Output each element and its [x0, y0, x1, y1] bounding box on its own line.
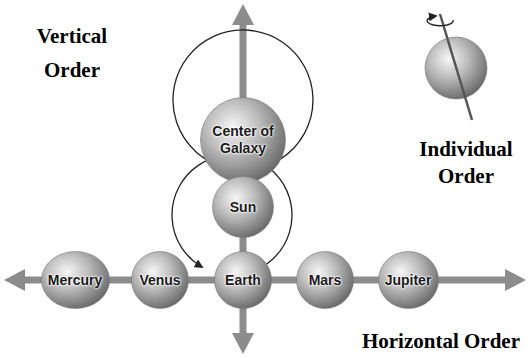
sphere-outline [213, 177, 274, 238]
sphere-outline [132, 252, 189, 309]
sphere-outline [41, 252, 109, 309]
order-label: Individual Order [408, 136, 524, 191]
sphere-text: Earth [225, 272, 261, 289]
sphere-text: Venus [139, 272, 180, 289]
planet-sphere: Earth [214, 251, 272, 309]
axis-arrowhead [505, 269, 526, 291]
rotation-axis [440, 14, 472, 120]
sphere-text: Jupiter [385, 272, 432, 289]
order-label: Vertical Order [14, 20, 130, 87]
sphere-text: Center of Galaxy [207, 123, 279, 157]
sphere-label: Sun [230, 199, 256, 216]
sphere-text: Sun [230, 199, 256, 216]
sphere-label: Earth [225, 272, 261, 289]
planet-sphere: Center of Galaxy [200, 97, 286, 183]
sphere-outline [201, 98, 286, 183]
planet-sphere: Mercury [41, 251, 110, 309]
planet-sphere: Mars [296, 251, 354, 309]
sphere-outline [378, 252, 438, 309]
planet-sphere: Venus [131, 251, 189, 309]
sphere-label: Venus [139, 272, 180, 289]
rotation-arrow [427, 16, 453, 26]
sphere-text: Mercury [48, 272, 102, 289]
order-label: Horizontal Order [362, 329, 520, 353]
planet-sphere: Jupiter [378, 251, 439, 309]
sphere-label: Jupiter [385, 272, 432, 289]
sphere-outline [215, 252, 272, 309]
sphere-label: Mars [309, 272, 342, 289]
planet-sphere: Sun [212, 176, 274, 238]
sphere-text: Mars [309, 272, 342, 289]
axis-arrowhead [4, 269, 25, 291]
axis-arrowhead [232, 4, 254, 25]
axis-arrowhead [232, 333, 254, 354]
sphere-label: Mercury [48, 272, 102, 289]
sphere-label: Center of Galaxy [207, 123, 279, 157]
sphere-outline [297, 252, 354, 309]
